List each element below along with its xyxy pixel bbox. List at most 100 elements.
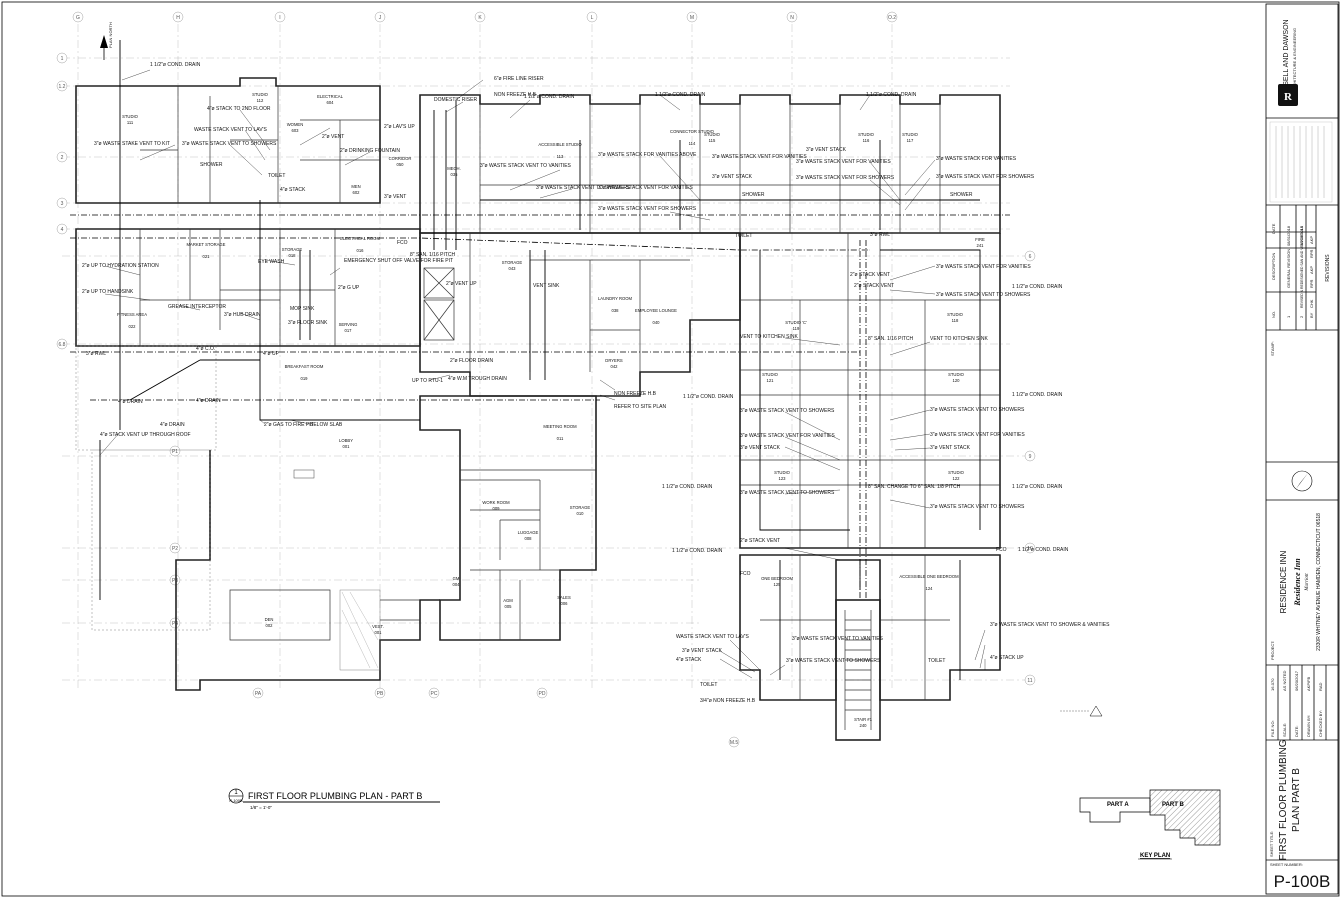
note: 2"ø UP TO HYDRATION STATION: [82, 263, 159, 269]
firm-subtitle: ARCHITECTURE & ENGINEERING: [1292, 28, 1297, 92]
note: 3"ø VENT: [384, 194, 406, 200]
drawing-title: 1 P-100B FIRST FLOOR PLUMBING PLAN - PAR…: [228, 788, 440, 810]
svg-text:1: 1: [61, 56, 64, 62]
svg-text:M: M: [690, 15, 694, 21]
svg-text:603: 603: [292, 128, 300, 133]
svg-text:I: I: [279, 15, 280, 21]
note: 2"ø G UP: [338, 285, 360, 291]
title-block: RUSSELL AND DAWSON ARCHITECTURE & ENGINE…: [1265, 3, 1339, 895]
note: 4"ø DRAIN: [196, 398, 221, 404]
svg-text:RPR: RPR: [1309, 249, 1314, 258]
project-address: 2330R WHITNEY AVENUE HAMDEN, CONNECTICUT…: [1316, 513, 1322, 651]
note: 1 1/2"ø COND. DRAIN: [866, 92, 917, 98]
note: 3"ø WASTE STACK VENT TO SHOWERS: [740, 490, 835, 496]
svg-text:006: 006: [561, 601, 569, 606]
note: EYE WASH: [258, 259, 285, 265]
svg-text:112: 112: [257, 98, 264, 103]
note: 3"ø WASTE STACK FOR VANITIES: [936, 156, 1017, 162]
svg-text:4: 4: [61, 227, 64, 233]
note: 3"ø VENT STACK: [740, 445, 781, 451]
note: 3"ø FLOOR SINK: [288, 320, 328, 326]
svg-text:1: 1: [1286, 315, 1291, 318]
note: 1 1/2"ø COND. DRAIN: [1012, 484, 1063, 490]
note: 1 1/2"ø COND. DRAIN: [524, 94, 575, 100]
svg-text:AS NOTED: AS NOTED: [1282, 670, 1287, 691]
svg-text:122: 122: [953, 476, 961, 481]
note: 2"ø STACK VENT: [854, 283, 894, 289]
svg-text:RPR: RPR: [1309, 279, 1314, 288]
note: NON FREEZE H.B: [494, 92, 537, 98]
note: 3"ø VENT STACK: [712, 174, 753, 180]
note: 4"ø C.O.: [196, 346, 215, 352]
svg-text:010: 010: [577, 511, 585, 516]
firm-logo-icon: [1278, 84, 1298, 106]
note: 3"ø WASTE STACK VENT FOR VANITIES: [598, 185, 693, 191]
note: 2"ø STACK VENT: [740, 538, 780, 544]
note: 1 1/2"ø COND. DRAIN: [662, 484, 713, 490]
note: 8" SAN. CHANGE TO 6" SAN. 1/8 PITCH: [868, 484, 961, 490]
svg-text:WORK ROOM: WORK ROOM: [482, 500, 510, 505]
svg-text:J: J: [379, 15, 382, 21]
svg-text:604: 604: [327, 100, 335, 105]
svg-text:DATE:: DATE:: [1294, 726, 1299, 737]
svg-text:PC: PC: [431, 691, 438, 697]
svg-text:FIRE: FIRE: [975, 237, 985, 242]
svg-text:MEETING ROOM: MEETING ROOM: [543, 424, 577, 429]
note: 3"ø RWL: [870, 232, 890, 238]
revisions-title: REVISIONS: [1325, 254, 1331, 282]
svg-text:06/20/2017: 06/20/2017: [1294, 670, 1299, 691]
svg-text:119: 119: [793, 326, 800, 331]
svg-text:SERVING: SERVING: [339, 322, 358, 327]
note: 3"ø WASTE STACK VENT FOR VANITIES: [796, 159, 891, 165]
note-leaders: [99, 69, 986, 679]
svg-text:DRYERS: DRYERS: [605, 358, 623, 363]
svg-text:PB: PB: [377, 691, 384, 697]
svg-text:120: 120: [953, 378, 961, 383]
svg-text:001: 001: [343, 444, 351, 449]
svg-text:ONE BEDROOM: ONE BEDROOM: [761, 576, 793, 581]
note: 8" SAN. 1/16 PITCH: [410, 252, 456, 258]
plumbing-notes: 1 1/2"ø COND. DRAIN 3"ø WASTE STAKE VENT…: [82, 62, 1110, 704]
note: 4"ø UP: [263, 351, 280, 357]
note: WASTE STACK VENT TO LAV'S: [676, 634, 749, 640]
svg-text:STUDIO: STUDIO: [762, 372, 779, 377]
svg-text:038: 038: [612, 308, 620, 313]
svg-text:BY: BY: [1309, 312, 1314, 318]
svg-text:114: 114: [689, 141, 696, 146]
svg-text:DRAWN BY:: DRAWN BY:: [1306, 715, 1311, 737]
key-plan: PART A PART B KEY PLAN: [1079, 789, 1221, 860]
note: 3"ø WASTE STACK VENT TO SHOWERS: [786, 658, 881, 664]
svg-text:CONNECTOR STUDIO: CONNECTOR STUDIO: [670, 129, 715, 134]
note: 2"ø GAS TO FIRE PIT: [264, 422, 314, 428]
svg-text:STUDIO 'C': STUDIO 'C': [785, 320, 807, 325]
note: 3"ø WASTE STACK VENT TO VANITIES: [792, 636, 884, 642]
firm-logo-mark: R: [1284, 91, 1293, 103]
revision-triangle-icon: [1060, 705, 1103, 717]
note: VENT SINK: [533, 283, 560, 289]
svg-text:LAUNDRY ROOM: LAUNDRY ROOM: [598, 296, 633, 301]
note: 3"ø WASTE STACK VENT FOR SHOWERS: [796, 175, 895, 181]
svg-text:022: 022: [129, 324, 137, 329]
svg-text:SCALE:: SCALE:: [1282, 723, 1287, 737]
svg-text:111: 111: [127, 120, 134, 125]
note: VENT TO KITCHEN SINK: [930, 336, 988, 342]
note: 3"ø WASTE STACK FOR VANITIES ABOVE: [598, 152, 697, 158]
svg-text:L: L: [591, 15, 594, 21]
svg-text:121: 121: [767, 378, 775, 383]
note: TOILET: [735, 233, 752, 239]
svg-text:002: 002: [266, 623, 274, 628]
svg-text:117: 117: [907, 138, 914, 143]
svg-text:FITNESS AREA: FITNESS AREA: [117, 312, 147, 317]
note: 1 1/2"ø COND. DRAIN: [672, 548, 723, 554]
